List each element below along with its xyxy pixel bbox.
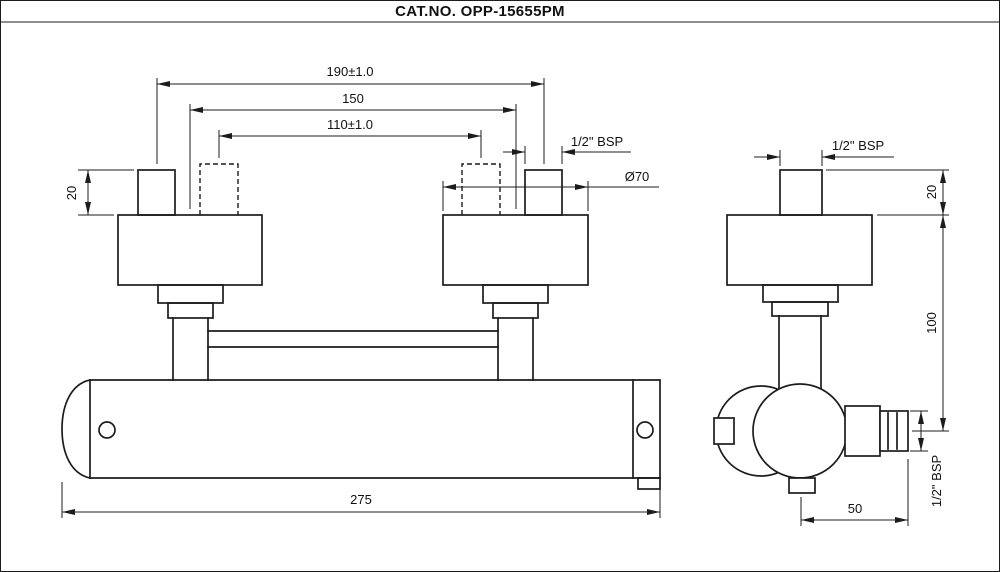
dim-bsp-outlet: 1/2" BSP [929, 455, 944, 507]
dim-50: 50 [848, 501, 862, 516]
left-neck-step1 [157, 284, 224, 304]
mixer-body-left-cap [61, 378, 91, 480]
dim-110: 110±1.0 [327, 117, 373, 132]
dim-190: 190±1.0 [327, 64, 374, 79]
mixer-body-outline [89, 379, 661, 479]
side-neck-step2 [771, 301, 829, 317]
dim-bsp-inlet-side: 1/2" BSP [832, 138, 884, 153]
right-screw-hole [636, 421, 654, 439]
dim-bsp-inlet-front: 1/2" BSP [571, 134, 623, 149]
valve-front-body [752, 383, 848, 479]
outlet-block [844, 405, 881, 457]
right-neck-step1 [482, 284, 549, 304]
right-neck-step2 [492, 302, 539, 319]
dim-100: 100 [924, 312, 939, 334]
side-view-dimensions: 1/2" BSP 20 100 1/2" BSP 50 [754, 138, 949, 526]
side-neck-step1 [762, 284, 839, 303]
right-inlet-pipe [524, 169, 563, 216]
right-wall-flange [442, 214, 589, 286]
dim-150: 150 [342, 91, 364, 106]
front-view-dimensions: 190±1.0 150 110±1.0 20 1/2" BSP Ø70 275 [61, 64, 661, 518]
dim-20-front: 20 [64, 186, 79, 200]
side-left-boss [713, 417, 735, 445]
side-inlet-pipe [779, 169, 823, 216]
right-alt-inlet-dashed [461, 163, 501, 215]
dim-275: 275 [350, 492, 372, 507]
outlet-thread-end [879, 410, 909, 452]
side-wall-flange [726, 214, 873, 286]
front-view-part [61, 169, 661, 490]
left-alt-inlet-dashed [199, 163, 239, 215]
side-bottom-tab [788, 477, 816, 494]
catalog-number: CAT.NO. OPP-15655PM [395, 3, 565, 20]
title-bar: CAT.NO. OPP-15655PM [0, 3, 1000, 23]
left-wall-flange [117, 214, 263, 286]
left-screw-hole [98, 421, 116, 439]
front-view-alt-inlets [199, 163, 501, 215]
left-inlet-pipe [137, 169, 176, 216]
side-view-part [713, 169, 909, 494]
left-neck-step2 [167, 302, 214, 319]
bottom-outlet-tab [637, 477, 661, 490]
dim-dia70: Ø70 [625, 169, 650, 184]
dim-20-side: 20 [924, 185, 939, 199]
